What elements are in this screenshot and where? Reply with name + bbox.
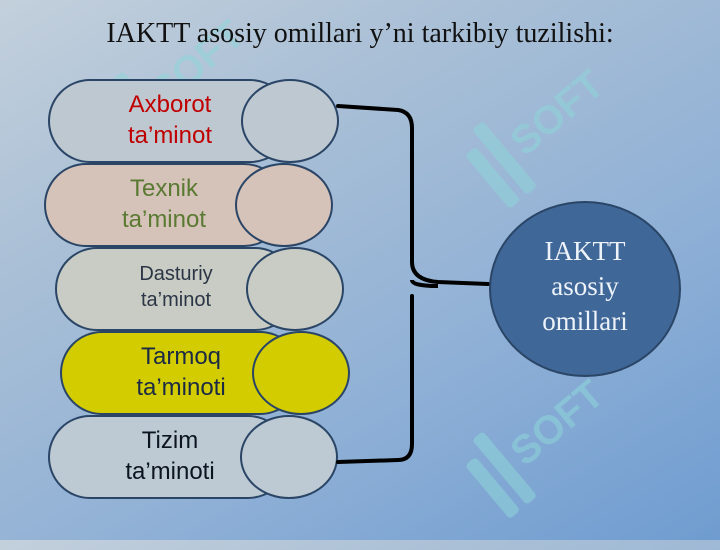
component-label-line1: Texnik <box>129 175 199 202</box>
component-texnik <box>44 163 333 247</box>
component-label-line1: Axborot <box>128 91 212 118</box>
component-label-line1: Tarmoq <box>140 343 222 370</box>
component-label-tizim: Tizim ta’minoti <box>88 425 252 487</box>
component-label-line1: Dasturiy <box>139 263 213 285</box>
slide-title: IAKTT asosiy omillari y’ni tarkibiy tuzi… <box>106 18 614 49</box>
component-tizim <box>48 415 338 499</box>
component-axborot <box>48 79 339 163</box>
center-label: IAKTT asosiy omillari <box>492 234 678 339</box>
component-end-cap <box>246 247 344 331</box>
component-label-line1: Tizim <box>141 427 199 454</box>
bracket-upper-arm <box>410 279 439 288</box>
component-dasturiy <box>55 247 344 331</box>
center-label-line3: omillari <box>542 306 628 337</box>
component-label-texnik: Texnik ta’minot <box>82 173 246 235</box>
component-end-cap <box>240 415 338 499</box>
center-label-line1: IAKTT <box>544 236 626 266</box>
center-node <box>489 201 681 377</box>
component-label-tarmoq: Tarmoq ta’minoti <box>99 341 263 403</box>
component-end-cap <box>252 331 350 415</box>
bracket-connector <box>336 104 490 464</box>
component-label-line2: ta’minot <box>127 122 213 150</box>
component-label-line2: ta’minoti <box>136 374 226 402</box>
component-end-cap <box>235 163 333 247</box>
component-label-line2: ta’minot <box>121 206 207 234</box>
component-tarmoq <box>60 331 350 415</box>
component-label-line2: ta’minot <box>140 289 212 311</box>
center-label-line2: asosiy <box>551 271 619 302</box>
component-label-dasturiy: Dasturiy ta’minot <box>94 261 258 313</box>
component-label-axborot: Axborot ta’minot <box>88 89 252 151</box>
component-label-line2: ta’minoti <box>125 458 215 486</box>
component-end-cap <box>241 79 339 163</box>
